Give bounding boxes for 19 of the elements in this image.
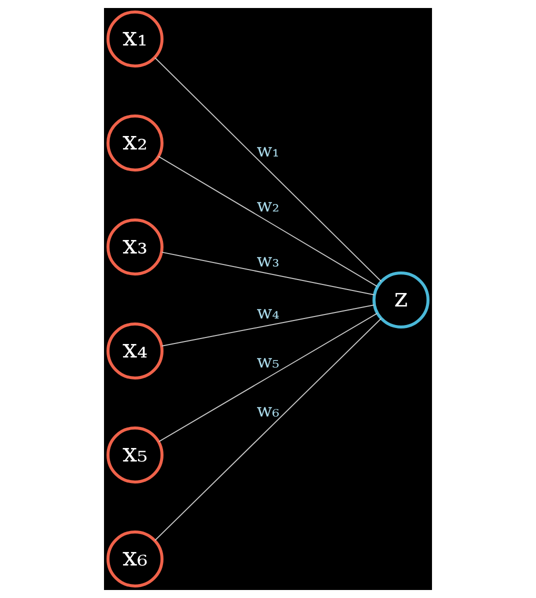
node-circle: x₁ [106,10,164,68]
node-circle: x₄ [106,322,164,380]
connector [158,312,378,442]
connector [161,252,375,296]
edge-label: w₅ [256,351,280,372]
node-circle: x₆ [106,530,164,588]
edge-label: w₂ [256,195,280,216]
edge-label: w₄ [256,302,280,324]
node-circle: x₅ [106,426,164,484]
connector [158,156,378,287]
edge-label: w₁ [256,140,280,162]
node-circle: x₂ [106,114,164,172]
node-circle: z [372,272,430,328]
connector [161,304,375,347]
connector [154,57,382,282]
edge-label: w₃ [256,250,280,272]
edge-label: w₆ [256,400,280,422]
connector [154,318,382,541]
node-circle: x₃ [106,218,164,276]
